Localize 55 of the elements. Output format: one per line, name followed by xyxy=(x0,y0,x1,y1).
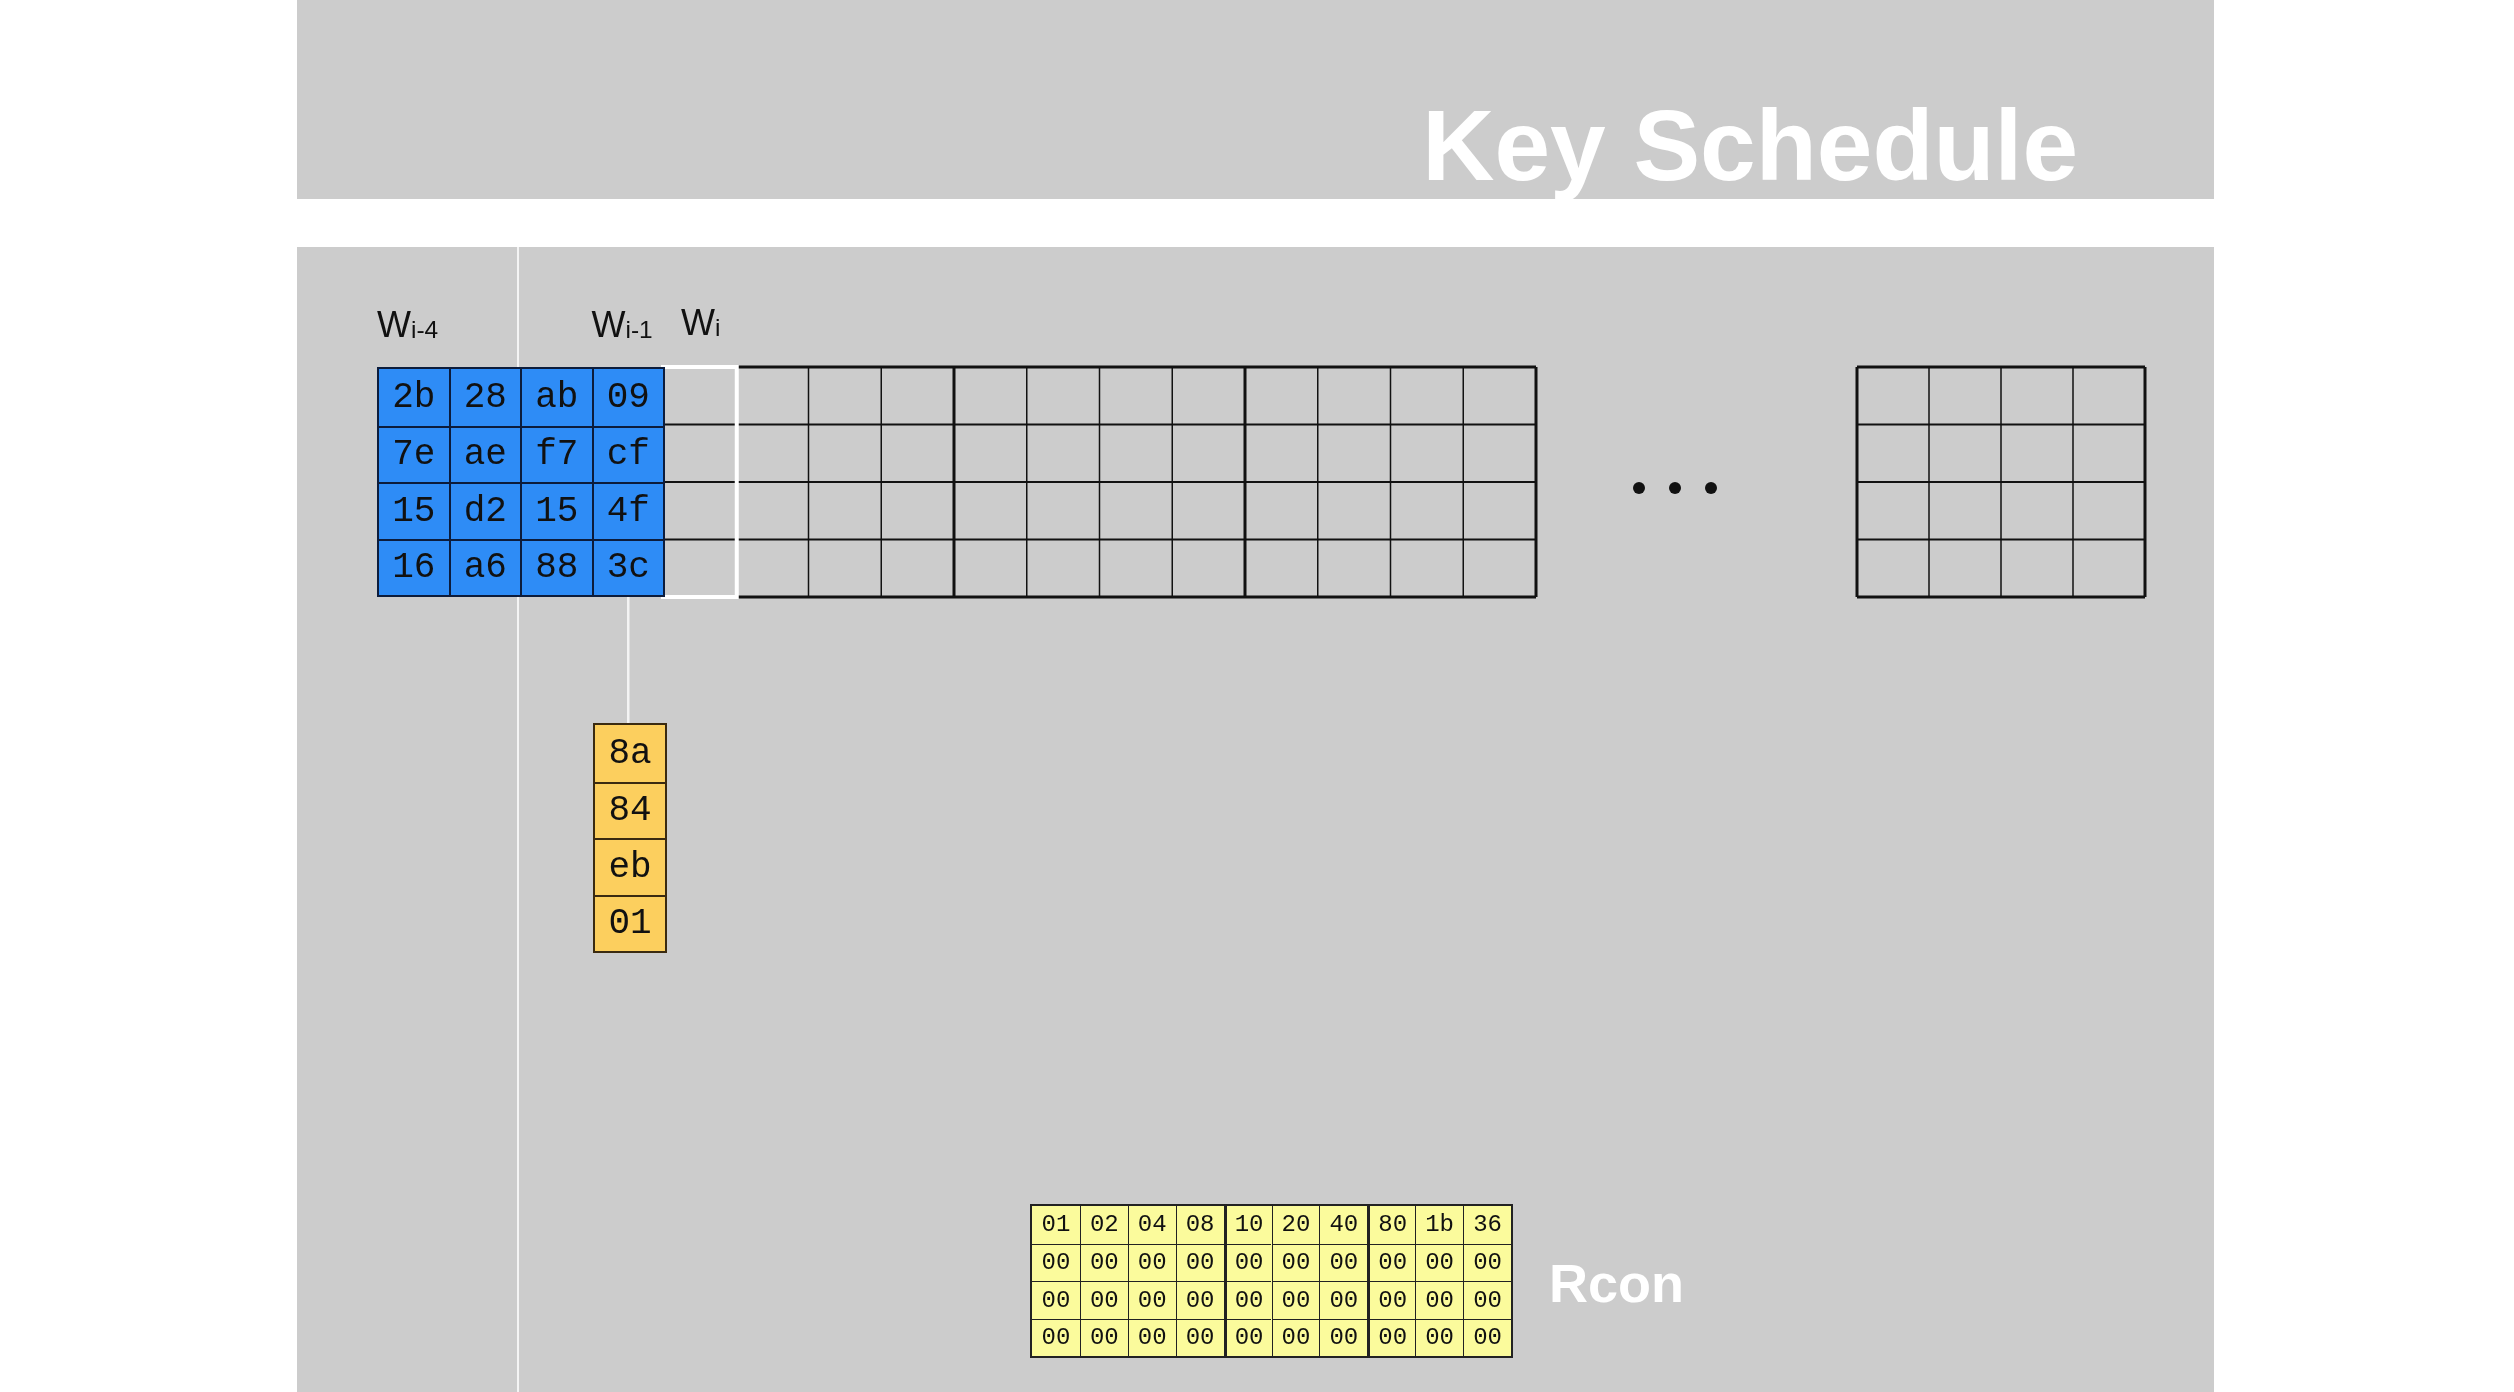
hex-byte: 00 xyxy=(1127,1318,1176,1356)
hex-byte: 00 xyxy=(1127,1243,1176,1281)
hex-byte: 02 xyxy=(1079,1206,1128,1244)
hex-byte: 00 xyxy=(1175,1281,1224,1319)
hex-byte: 00 xyxy=(1223,1243,1272,1281)
hex-byte: cf xyxy=(593,425,663,482)
hex-byte: 2b xyxy=(391,375,437,420)
hex-byte: 00 xyxy=(1271,1281,1320,1319)
hex-byte: 20 xyxy=(1271,1206,1320,1244)
hex-byte: 00 xyxy=(1127,1281,1176,1319)
hex-byte: 8a xyxy=(607,731,653,776)
hex-byte: 80 xyxy=(1367,1206,1416,1244)
hex-byte: 3c xyxy=(593,538,663,595)
hex-byte: 00 xyxy=(1319,1281,1368,1319)
hex-byte: 00 xyxy=(1032,1243,1080,1281)
word-column xyxy=(448,367,522,597)
hex-byte: 00 xyxy=(1415,1243,1464,1281)
hex-byte: 1b xyxy=(1415,1206,1464,1244)
hex-byte: 40 xyxy=(1319,1206,1368,1244)
hex-byte: ab xyxy=(534,375,580,420)
word-column xyxy=(593,723,667,953)
hex-byte: 00 xyxy=(1463,1243,1511,1281)
hex-byte: 00 xyxy=(1223,1318,1272,1356)
hex-byte: 00 xyxy=(1079,1243,1128,1281)
hex-byte: 00 xyxy=(1032,1281,1080,1319)
hex-byte: 00 xyxy=(1175,1243,1224,1281)
hex-byte: 00 xyxy=(1367,1281,1416,1319)
hex-byte: 08 xyxy=(1175,1206,1224,1244)
hex-byte: 00 xyxy=(1079,1281,1128,1319)
connector-line xyxy=(627,597,630,723)
hex-byte: 00 xyxy=(1175,1318,1224,1356)
hex-byte: 00 xyxy=(1319,1243,1368,1281)
word-column xyxy=(520,367,594,597)
hex-byte: 4f xyxy=(593,482,663,539)
hex-byte: 10 xyxy=(1223,1206,1272,1244)
hex-byte: 00 xyxy=(1463,1281,1511,1319)
hex-byte: 00 xyxy=(1271,1243,1320,1281)
hex-byte: 00 xyxy=(1367,1243,1416,1281)
hex-byte: 00 xyxy=(1319,1318,1368,1356)
hex-byte: 01 xyxy=(1040,1210,1072,1241)
hex-byte: 84 xyxy=(595,781,665,838)
hex-byte: 04 xyxy=(1127,1206,1176,1244)
hex-byte: 00 xyxy=(1079,1318,1128,1356)
hex-byte: eb xyxy=(595,838,665,895)
hex-byte: 09 xyxy=(605,375,651,420)
hex-byte: 28 xyxy=(462,375,508,420)
hex-byte: 00 xyxy=(1463,1318,1511,1356)
hex-byte: 00 xyxy=(1032,1318,1080,1356)
hex-byte: 36 xyxy=(1463,1206,1511,1244)
hex-byte: 00 xyxy=(1271,1318,1320,1356)
hex-byte: 00 xyxy=(1367,1318,1416,1356)
hex-byte: 00 xyxy=(1415,1318,1464,1356)
hex-byte: 01 xyxy=(595,894,665,951)
hex-byte: 00 xyxy=(1415,1281,1464,1319)
hex-byte: 00 xyxy=(1223,1281,1272,1319)
